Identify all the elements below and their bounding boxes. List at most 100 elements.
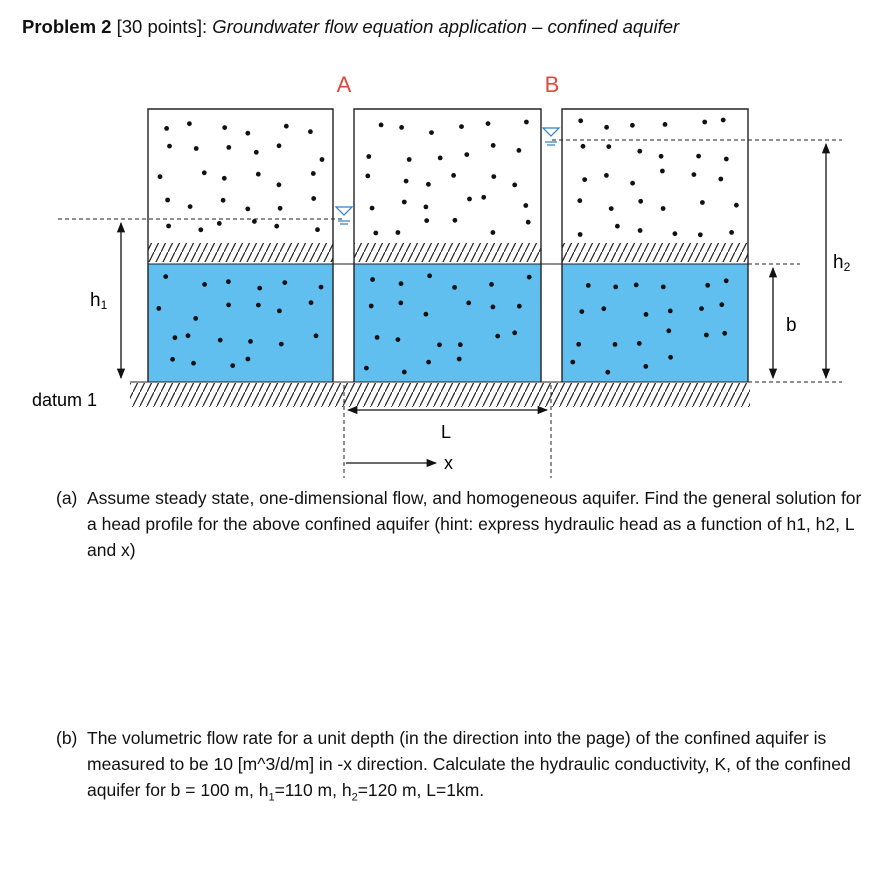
sand-grain [491,174,497,180]
sand-grain [256,302,261,308]
sand-grain [457,342,463,348]
sand-grain [370,277,375,282]
sand-grain [426,181,431,187]
sand-grain [691,172,697,178]
sand-grain [718,176,724,182]
sand-grain [643,312,649,317]
sand-grain [437,155,443,161]
sand-grain [704,332,709,338]
part-b-text: The volumetric flow rate for a unit dept… [87,728,851,804]
sand-grain [668,354,673,360]
sand-grain [167,143,172,149]
sand-grain [699,306,704,311]
sand-grain [368,303,374,309]
sand-grain [253,149,259,155]
sand-grain [696,153,701,159]
sand-grain [667,308,673,314]
soil-block-middle [353,108,542,382]
sand-grain [660,168,665,174]
sand-grain [705,282,711,288]
sand-grain [526,274,532,280]
sand-grain [604,124,609,130]
sand-grain [257,285,263,291]
sand-grain [226,145,232,150]
sand-grain [217,337,223,343]
sand-grain [427,273,432,279]
sand-grain [490,143,496,148]
sand-grain [202,282,208,287]
sand-grain [395,337,401,342]
sand-grain [636,341,642,346]
sand-grain [277,205,283,211]
sand-grain [248,339,253,344]
sand-grain [489,282,494,287]
sand-grain [399,125,404,130]
sand-grain [313,333,319,339]
well-b-label: B [545,72,560,97]
sand-grain [437,342,442,348]
h1-label: h1 [90,290,108,312]
question-part-b: (b) The volumetric flow rate for a unit … [56,725,866,811]
sand-grain [643,364,649,369]
sand-grain [734,202,739,208]
sand-grain [613,284,619,290]
sand-grain [451,173,456,178]
b-label: b [786,315,797,336]
sand-grain [308,129,313,135]
water-table-symbol-a [334,206,354,225]
sand-grain [577,198,583,204]
sand-grain [516,148,522,153]
sand-grain [604,173,609,178]
problem-points: [30 points]: [116,16,208,37]
problem-number: Problem 2 [22,16,112,37]
sand-grain [222,125,228,130]
part-a-text: Assume steady state, one-dimensional flo… [87,488,862,560]
sand-grain [423,311,429,317]
sand-grain [221,175,227,181]
sand-grain [697,232,703,238]
sand-grain [630,122,635,128]
sand-grain [608,206,614,212]
aquifer-section-left [148,264,333,382]
sand-grain [576,341,582,347]
sand-grain [230,363,236,368]
sand-grain [373,230,379,236]
confining-layer-hatch [562,243,748,262]
sand-grain [423,204,429,210]
sand-grain [172,335,178,341]
sand-grain [278,341,284,347]
sand-grain [579,309,585,314]
sand-grain [156,306,162,311]
sand-grain [452,285,457,290]
sand-grain [660,284,666,290]
confining-layer-hatch [354,243,541,262]
sand-grain [401,199,407,205]
sand-grain [658,153,664,159]
sand-grain [319,157,325,162]
sand-grain [308,300,314,306]
sand-grain [638,198,644,204]
sand-grain [277,308,282,314]
confining-layer-hatch [148,243,333,262]
sand-grain [401,369,407,375]
sand-grain [310,171,316,176]
sand-grain [516,303,522,309]
aquifer-section-right [562,264,748,382]
sand-grain [276,182,282,188]
sand-grain [187,121,192,127]
sand-grain [523,203,529,208]
sand-grain [466,300,472,306]
sand-grain [424,218,430,224]
h2-label: h2 [833,252,851,274]
sand-grain [481,194,487,200]
soil-block-right [561,108,749,382]
sand-grain [365,173,371,179]
sand-grain [612,342,618,347]
sand-grain [191,360,196,366]
soil-block-left [147,108,334,382]
sand-grain [406,157,412,162]
sand-grain [485,121,491,126]
aquifer-diagram: A B h1 b h2 datum 1 L x [32,72,851,478]
sand-grain [398,300,404,306]
l-label: L [441,422,451,442]
